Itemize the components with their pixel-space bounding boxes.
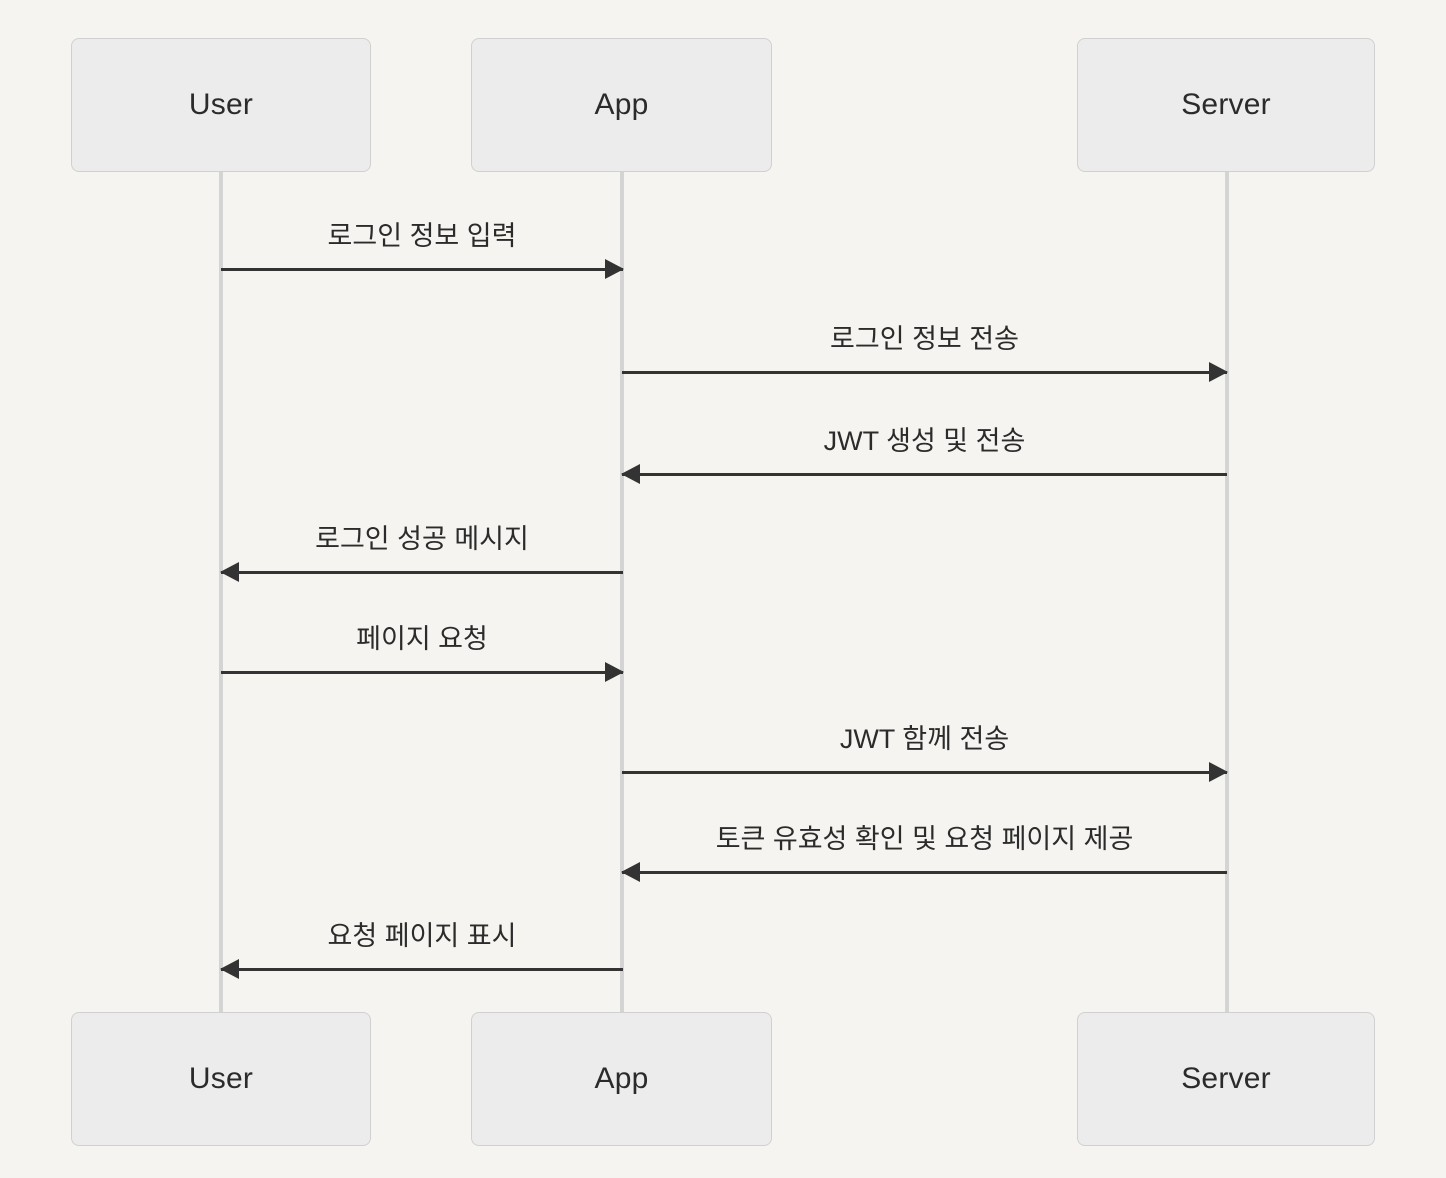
arrowhead-left-icon (621, 464, 640, 484)
arrowhead-right-icon (1209, 362, 1228, 382)
participant-box-app-bottom[interactable]: App (471, 1012, 772, 1146)
message-label: 페이지 요청 (356, 624, 488, 655)
message-label: 요청 페이지 표시 (327, 921, 517, 952)
message-label: 로그인 성공 메시지 (315, 524, 529, 555)
message-line (221, 268, 623, 271)
lifeline-server (1225, 172, 1229, 1012)
arrowhead-right-icon (605, 662, 624, 682)
lifeline-user (219, 172, 223, 1012)
arrowhead-left-icon (220, 959, 239, 979)
arrowhead-left-icon (220, 562, 239, 582)
arrowhead-right-icon (605, 259, 624, 279)
message-label: JWT 함께 전송 (839, 724, 1010, 755)
participant-box-server-bottom[interactable]: Server (1077, 1012, 1375, 1146)
participant-box-user-bottom[interactable]: User (71, 1012, 371, 1146)
message-label: JWT 생성 및 전송 (823, 426, 1026, 457)
participant-label-user-bottom: User (188, 1062, 254, 1095)
message-label: 토큰 유효성 확인 및 요청 페이지 제공 (715, 824, 1134, 855)
lifeline-app (620, 172, 624, 1012)
participant-label-user-top: User (188, 88, 254, 121)
message-line (622, 371, 1227, 374)
message-line (622, 771, 1227, 774)
participant-label-server-bottom: Server (1181, 1062, 1271, 1095)
message-line (622, 871, 1227, 874)
message-line (622, 473, 1227, 476)
message-line (221, 571, 623, 574)
message-label: 로그인 정보 전송 (830, 324, 1019, 355)
message-label: 로그인 정보 입력 (327, 221, 517, 252)
participant-label-app-bottom: App (594, 1062, 649, 1095)
participant-box-user-top[interactable]: User (71, 38, 371, 172)
message-line (221, 671, 623, 674)
arrowhead-left-icon (621, 862, 640, 882)
participant-box-app-top[interactable]: App (471, 38, 772, 172)
participant-label-server-top: Server (1181, 88, 1271, 121)
message-line (221, 968, 623, 971)
participant-box-server-top[interactable]: Server (1077, 38, 1375, 172)
participant-label-app-top: App (594, 88, 649, 121)
arrowhead-right-icon (1209, 762, 1228, 782)
